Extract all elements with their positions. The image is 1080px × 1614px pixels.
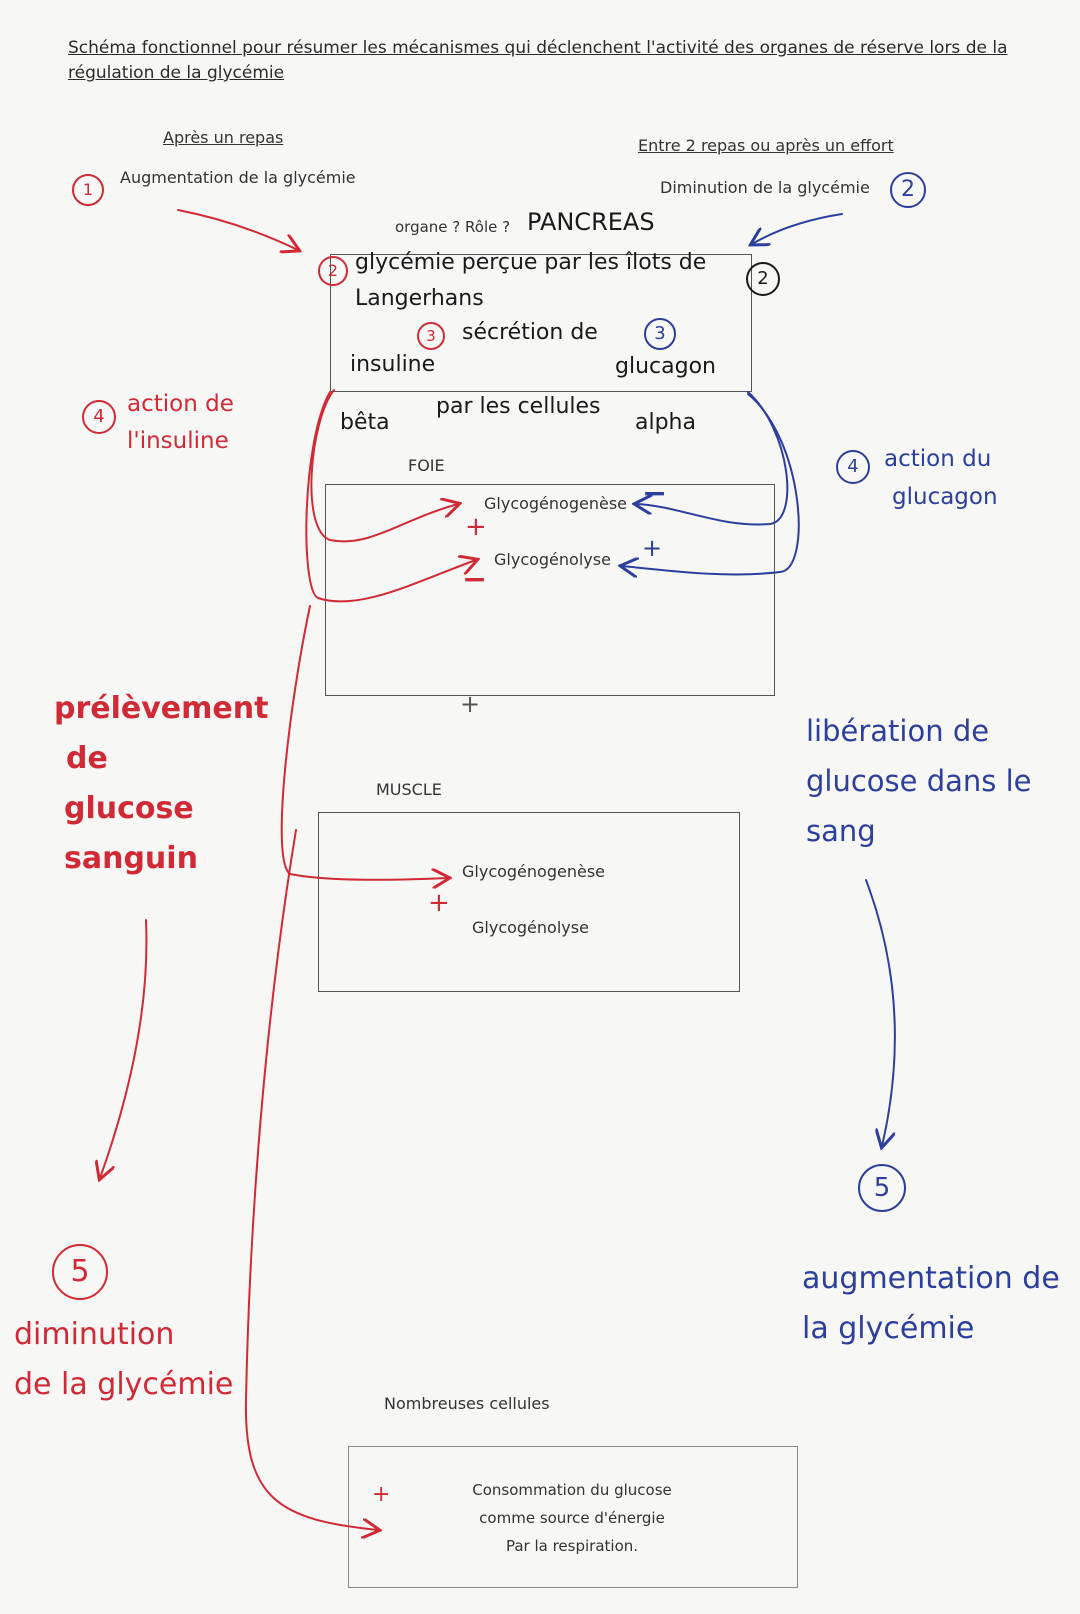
glucagon-label: glucagon	[615, 354, 716, 379]
pancreas-box	[330, 254, 752, 392]
step-5-right-number: 5	[858, 1164, 906, 1212]
prelevement-glucose-note: prélèvement de glucose sanguin	[54, 684, 268, 884]
liberation-line-3: sang	[806, 814, 876, 848]
action-insuline-line-2: l'insuline	[127, 428, 229, 454]
prelevement-line-4: sanguin	[64, 841, 198, 876]
foie-glucagon-plus: +	[642, 534, 663, 562]
left-trigger-text: Augmentation de la glycémie	[120, 168, 356, 187]
liberation-line-1: libération de	[806, 714, 990, 748]
arrow-trigger-right	[752, 213, 843, 244]
foie-glycogenogenese: Glycogénogenèse	[484, 494, 627, 513]
foie-box	[325, 484, 775, 696]
step-2-left-number: 2	[318, 256, 348, 286]
step-4-left-number: 4	[82, 400, 116, 434]
muscle-insuline-plus: +	[428, 888, 450, 918]
prelevement-line-3: glucose	[64, 791, 194, 826]
foie-glycogenolyse: Glycogénolyse	[494, 550, 611, 569]
pancreas-line-2: Langerhans	[355, 286, 484, 311]
step-1-right-number: 2	[890, 172, 926, 208]
arrow-prelevement-down	[100, 919, 148, 1178]
action-glucagon-note: action du glucagon	[884, 440, 998, 516]
arrow-liberation-down	[865, 879, 896, 1146]
beta-cells-label: bêta	[340, 410, 390, 435]
arrow-glucagon-to-glycogenolyse	[622, 393, 800, 574]
cells-box-line-2: comme source d'énergie	[479, 1509, 665, 1527]
arrow-insuline-to-muscle	[280, 605, 448, 880]
pancreas-question: organe ? Rôle ?	[395, 218, 511, 236]
pancreas-line-1: glycémie perçue par les îlots de	[355, 250, 707, 275]
cells-insuline-plus: +	[372, 1482, 391, 1507]
step-5-left-number: 5	[52, 1244, 108, 1300]
step-4-right-number: 4	[836, 450, 870, 484]
action-insuline-line-1: action de	[127, 391, 234, 417]
cells-label: par les cellules	[436, 394, 601, 419]
right-trigger-text: Diminution de la glycémie	[660, 178, 870, 197]
left-heading: Après un repas	[163, 128, 284, 147]
title-line-1: Schéma fonctionnel pour résumer les méca…	[68, 38, 1008, 58]
diminution-line-2: de la glycémie	[14, 1367, 234, 1402]
foie-insuline-plus: +	[465, 512, 487, 542]
action-insuline-note: action de l'insuline	[127, 386, 234, 460]
augmentation-line-2: la glycémie	[802, 1311, 975, 1346]
cells-box-line-1: Consommation du glucose	[472, 1481, 672, 1499]
arrow-trigger-left	[177, 209, 298, 250]
right-heading: Entre 2 repas ou après un effort	[638, 136, 894, 155]
muscle-glycogenolyse: Glycogénolyse	[472, 918, 589, 937]
diminution-glycemie-note: diminution de la glycémie	[14, 1310, 233, 1410]
diminution-line-1: diminution	[14, 1317, 175, 1352]
pancreas-label: PANCREAS	[527, 208, 655, 236]
alpha-cells-label: alpha	[635, 410, 696, 435]
prelevement-line-2: de	[66, 741, 108, 776]
foie-label: FOIE	[408, 456, 445, 475]
diagram-title: Schéma fonctionnel pour résumer les méca…	[68, 36, 1007, 86]
secretion-label: sécrétion de	[462, 320, 598, 345]
liberation-glucose-note: libération de glucose dans le sang	[806, 706, 1032, 856]
muscle-box	[318, 812, 740, 992]
insuline-label: insuline	[350, 352, 436, 377]
foie-plus-below: +	[460, 690, 481, 718]
title-line-2: régulation de la glycémie	[68, 63, 285, 83]
arrow-insuline-to-cells	[244, 829, 378, 1530]
liberation-line-2: glucose dans le	[806, 764, 1032, 798]
step-2-right-number: 2	[746, 262, 780, 296]
cells-box-text: Consommation du glucose comme source d'é…	[348, 1476, 796, 1560]
prelevement-line-1: prélèvement	[54, 691, 269, 726]
augmentation-glycemie-note: augmentation de la glycémie	[802, 1254, 1060, 1354]
augmentation-line-1: augmentation de	[802, 1261, 1060, 1296]
arrow-glucagon-to-glycogenogenese	[636, 391, 789, 526]
step-3-left-number: 3	[417, 322, 445, 350]
action-glucagon-line-2: glucagon	[892, 484, 998, 510]
muscle-glycogenogenese: Glycogénogenèse	[462, 862, 605, 881]
cells-box-line-3: Par la respiration.	[505, 1537, 639, 1555]
step-3-right-number: 3	[644, 318, 676, 350]
action-glucagon-line-1: action du	[884, 446, 992, 472]
step-1-left-number: 1	[72, 174, 104, 206]
arrow-insuline-to-glycogenogenese	[310, 389, 458, 543]
cells-box-label: Nombreuses cellules	[384, 1394, 550, 1413]
arrow-insuline-to-glycogenolyse	[305, 391, 476, 603]
cells-box	[348, 1446, 798, 1588]
muscle-label: MUSCLE	[376, 780, 442, 799]
